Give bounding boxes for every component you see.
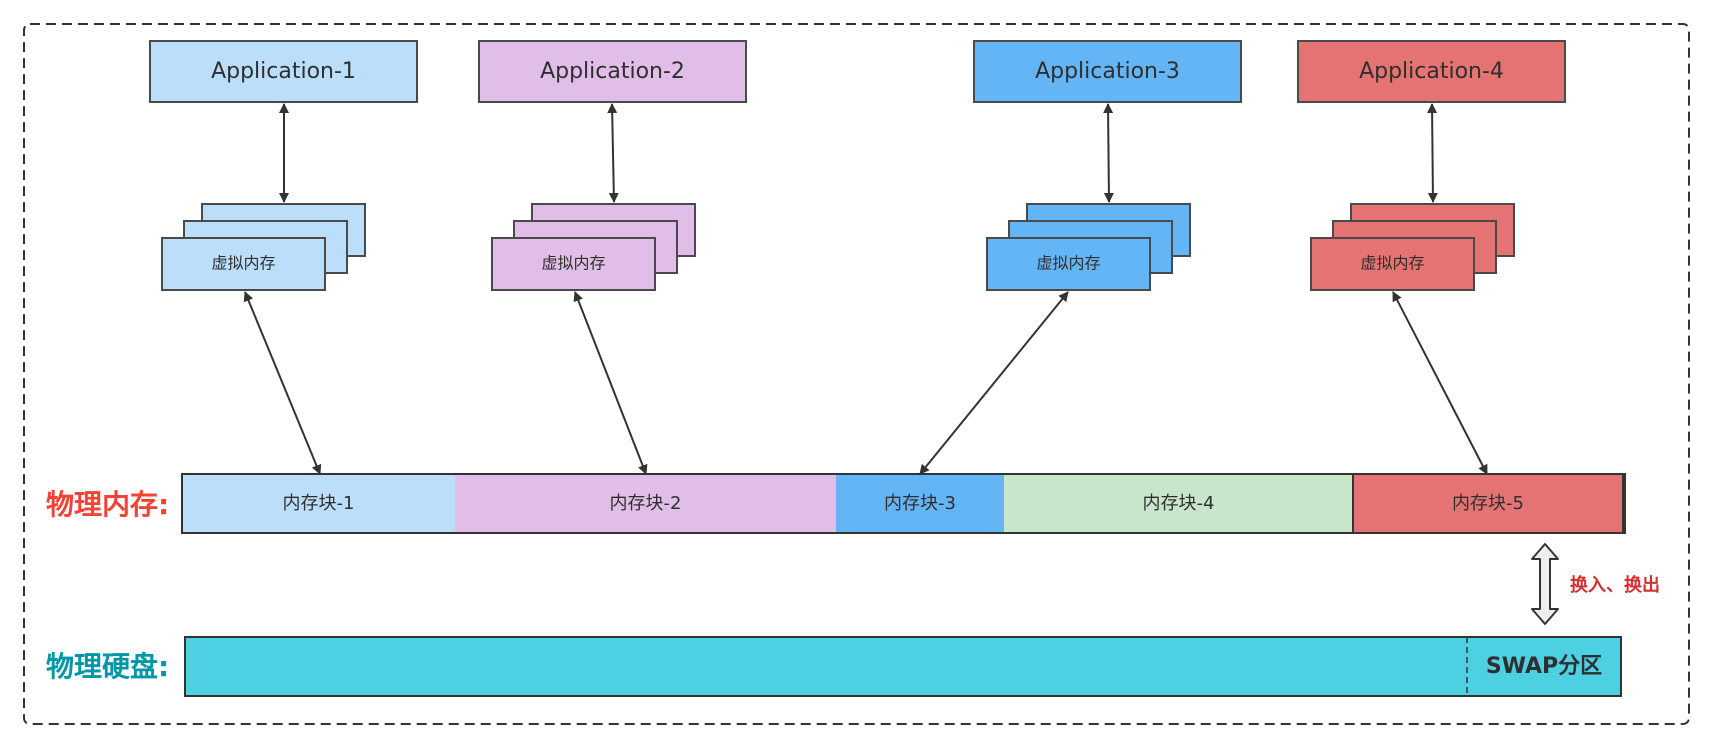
virtual-memory-4-label: 虚拟内存 [1360,254,1424,273]
physical-memory-label: 物理内存: [46,488,169,521]
memory-block-4-label: 内存块-4 [1143,493,1215,514]
arrow-vm4-block5 [1392,291,1488,475]
arrow-vm1-block1 [243,291,322,475]
application-3-label: Application-3 [1035,59,1180,84]
virtual-memory-stack-2: 虚拟内存 [491,203,696,291]
memory-block-3 [836,474,1004,533]
swap-io-label: 换入、换出 [1570,574,1660,596]
memory-block-1-label: 内存块-1 [283,493,355,514]
virtual-memory-3-label: 虚拟内存 [1036,254,1100,273]
application-1-box [149,40,418,103]
virtual-memory-1-label: 虚拟内存 [211,254,275,273]
virtual-memory-stack-1: 虚拟内存 [161,203,366,291]
memory-block-2-label: 内存块-2 [610,493,682,514]
application-4-group: Application-4 [1297,40,1566,103]
memory-block-1 [182,474,455,533]
application-4-box [1297,40,1566,103]
physical-memory-bar: 内存块-1 内存块-2 内存块-3 内存块-4 内存块-5 [181,473,1626,534]
virtual-memory-2-label: 虚拟内存 [541,254,605,273]
outer-dashed-frame [23,23,1690,725]
application-3-box [973,40,1242,103]
swap-double-arrow [1531,543,1559,625]
memory-block-5-label: 内存块-5 [1452,493,1524,514]
virtual-memory-stack-4: 虚拟内存 [1310,203,1515,291]
virtual-memory-stack-3: 虚拟内存 [986,203,1191,291]
arrow-app4-vm4 [1427,103,1438,203]
application-2-box [478,40,747,103]
arrow-vm3-block3 [919,291,1069,475]
application-4-label: Application-4 [1359,59,1504,84]
memory-block-2 [455,474,836,533]
arrow-app3-vm3 [1103,103,1114,203]
swap-partition-label: SWAP分区 [1486,654,1602,679]
memory-block-3-label: 内存块-3 [884,493,956,514]
memory-block-5 [1353,474,1623,533]
application-1-group: Application-1 [149,40,418,103]
arrow-app2-vm2 [607,103,619,203]
arrow-vm2-block2 [573,291,648,475]
physical-disk-bar: SWAP分区 [184,636,1622,697]
application-3-group: Application-3 [973,40,1242,103]
application-2-group: Application-2 [478,40,747,103]
memory-block-4 [1004,474,1353,533]
application-2-label: Application-2 [540,59,685,84]
physical-disk-label: 物理硬盘: [46,650,169,683]
application-1-label: Application-1 [211,59,356,84]
